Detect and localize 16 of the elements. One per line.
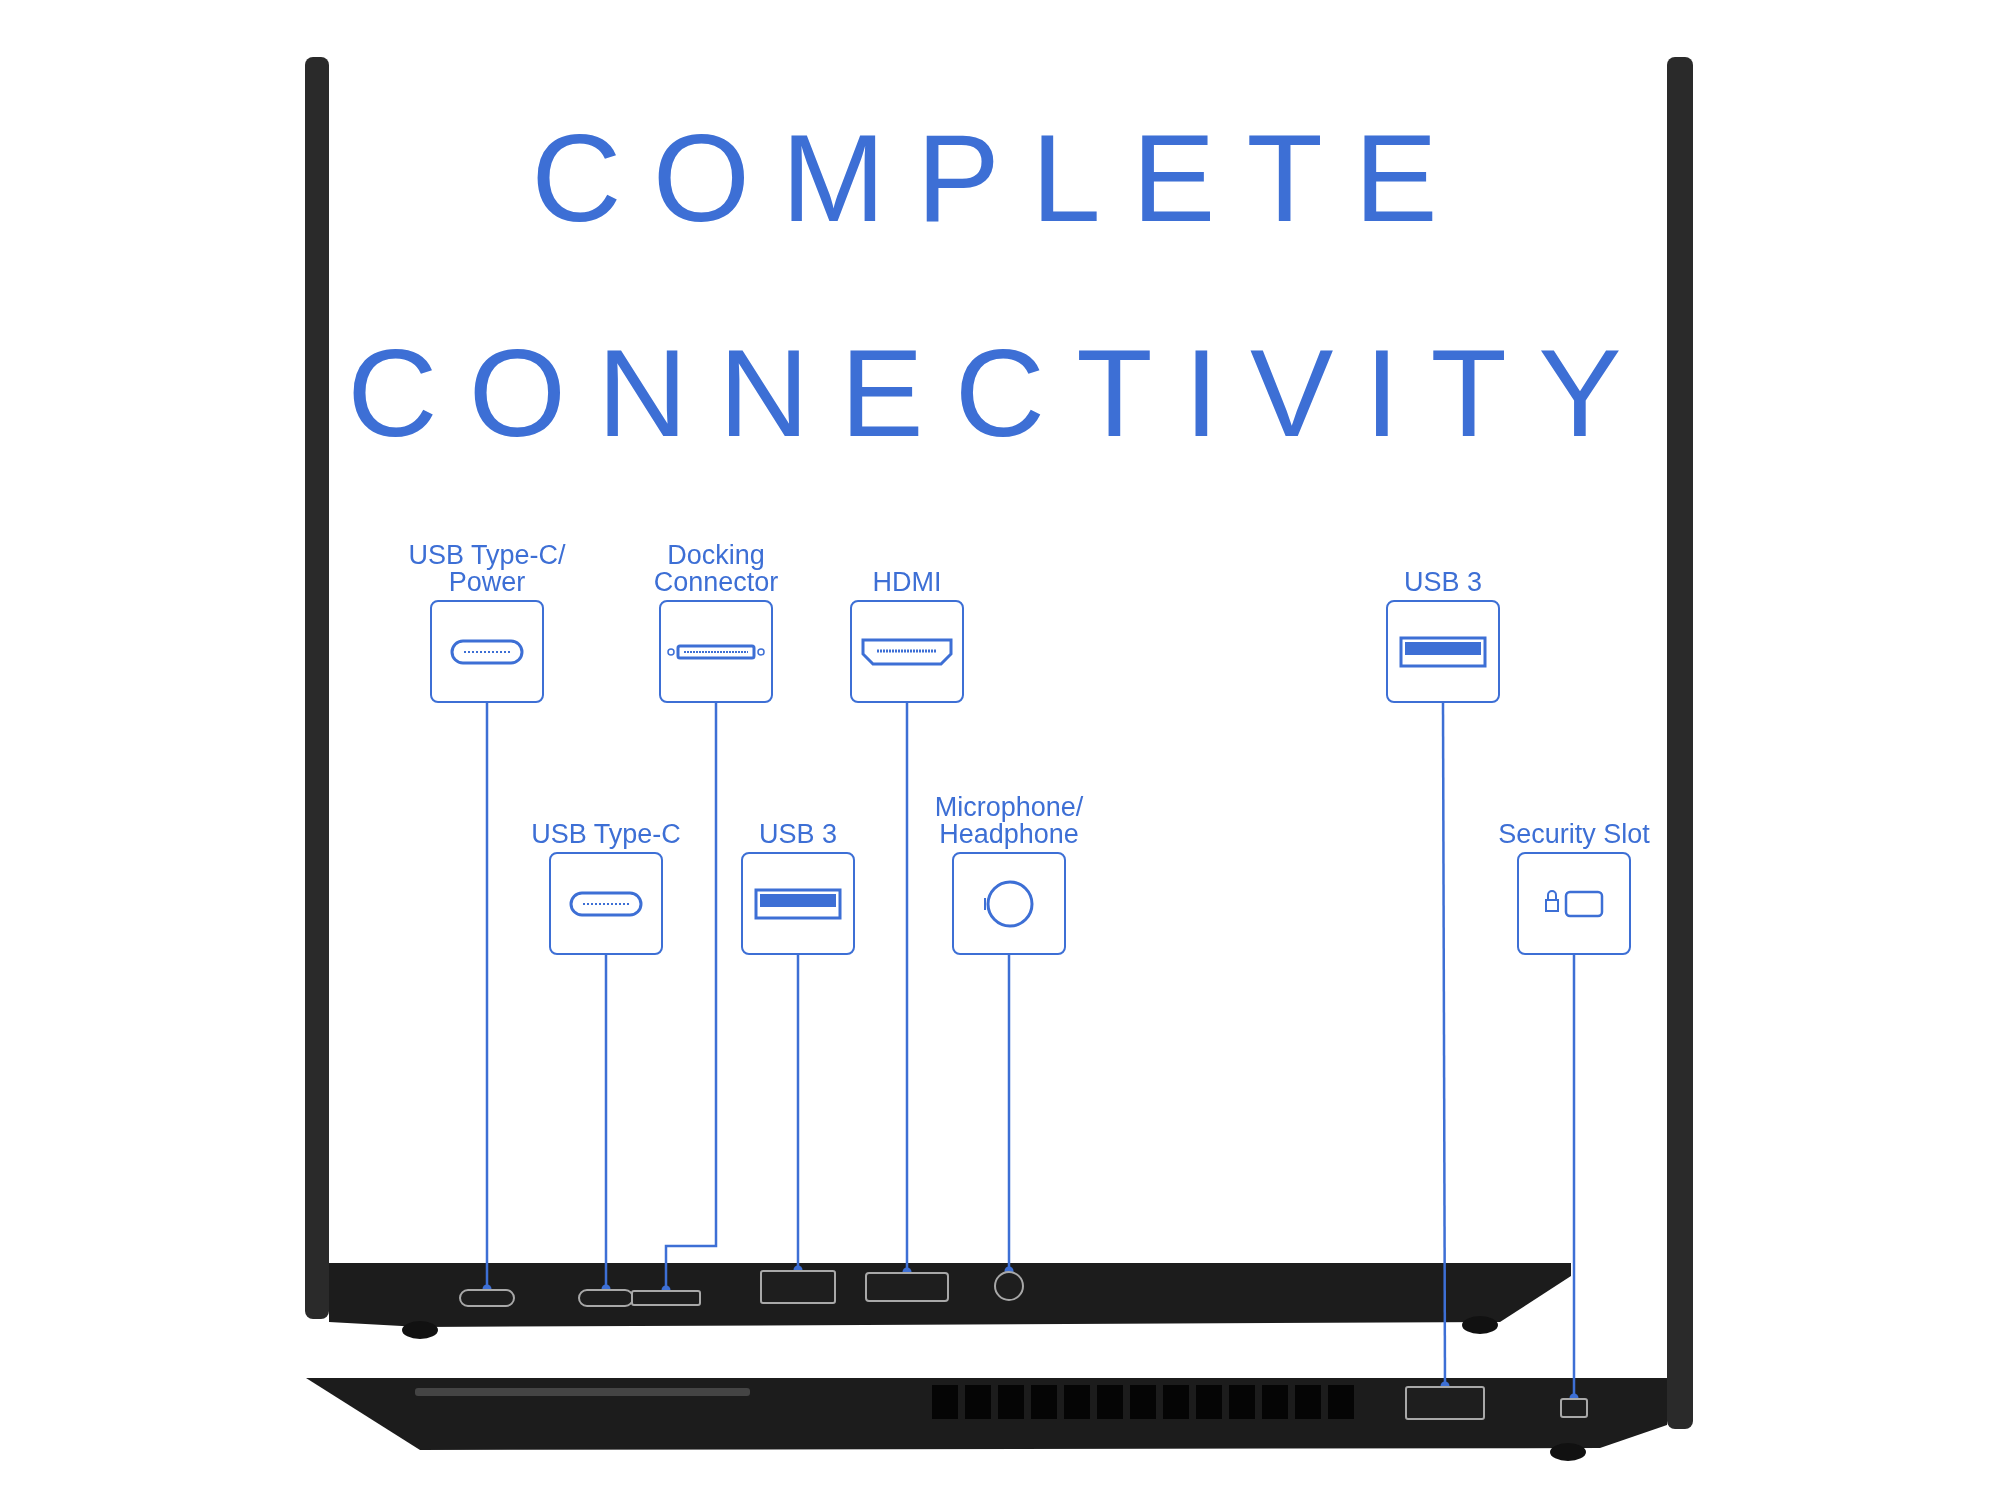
title: COMPLETE CONNECTIVITY — [346, 107, 1654, 464]
port-label: Security Slot — [1497, 821, 1651, 848]
port-label: USB Type-C — [530, 821, 682, 848]
port-label: Microphone/ Headphone — [933, 794, 1085, 848]
hdmi-port — [865, 1272, 949, 1302]
usb-c-port — [578, 1289, 634, 1307]
security-slot — [1560, 1398, 1588, 1418]
port-label: USB Type-C/ Power — [407, 542, 567, 596]
port-label: USB 3 — [757, 821, 838, 848]
usb-port — [760, 1270, 836, 1304]
usb-c-port — [459, 1289, 515, 1307]
usb-port — [1405, 1386, 1485, 1420]
port-label: HDMI — [871, 569, 943, 596]
docking-port — [631, 1290, 701, 1306]
port-label: USB 3 — [1402, 569, 1483, 596]
port-label: Docking Connector — [652, 542, 780, 596]
